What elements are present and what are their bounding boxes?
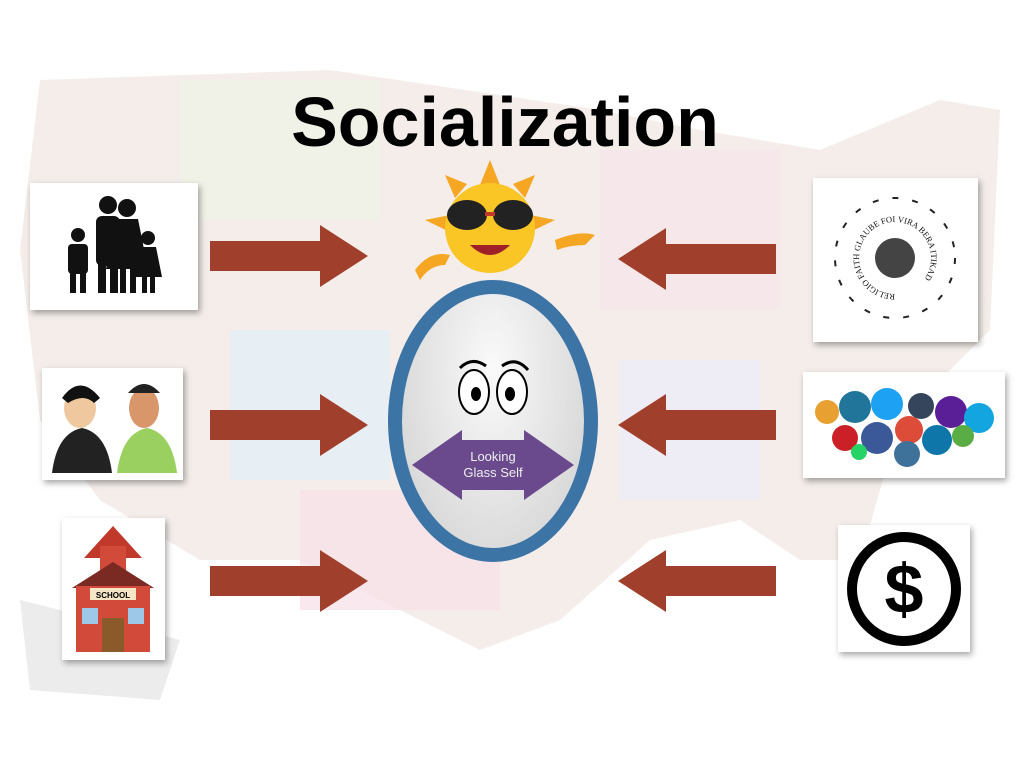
- arrow-media: [618, 394, 776, 456]
- school-sign: SCHOOL: [96, 591, 130, 600]
- money-card: $: [838, 525, 970, 652]
- social-media-card: [803, 372, 1005, 478]
- label-line-2: Glass Self: [463, 465, 523, 480]
- svg-text:$: $: [885, 550, 924, 628]
- religion-card: RELIGIO FAITH GLAUBE FOI VIRA BERA ITIKA…: [813, 178, 978, 342]
- dollar-icon: $: [847, 532, 961, 646]
- slide-title: Socialization: [291, 83, 719, 161]
- peers-card: [42, 368, 183, 480]
- religion-symbols-icon: RELIGIO FAITH GLAUBE FOI VIRA BERA ITIKA…: [834, 197, 956, 319]
- arrow-peers: [210, 394, 368, 456]
- self-mirror-oval: [388, 280, 598, 562]
- arrow-family: [210, 225, 368, 287]
- arrow-school: [210, 550, 368, 612]
- face-eyes-icon: [458, 360, 530, 415]
- family-card: [30, 183, 198, 310]
- school-card: SCHOOL: [62, 518, 165, 660]
- school-icon: SCHOOL: [72, 526, 154, 652]
- sun-sunglasses-icon: [415, 160, 595, 280]
- family-icon: [68, 196, 162, 293]
- arrow-religion: [618, 228, 776, 290]
- social-media-icons: [815, 388, 994, 467]
- looking-glass-self-arrow: [412, 430, 574, 500]
- peers-talking-icon: [52, 384, 177, 473]
- arrow-economy: [618, 550, 776, 612]
- label-line-1: Looking: [470, 449, 516, 464]
